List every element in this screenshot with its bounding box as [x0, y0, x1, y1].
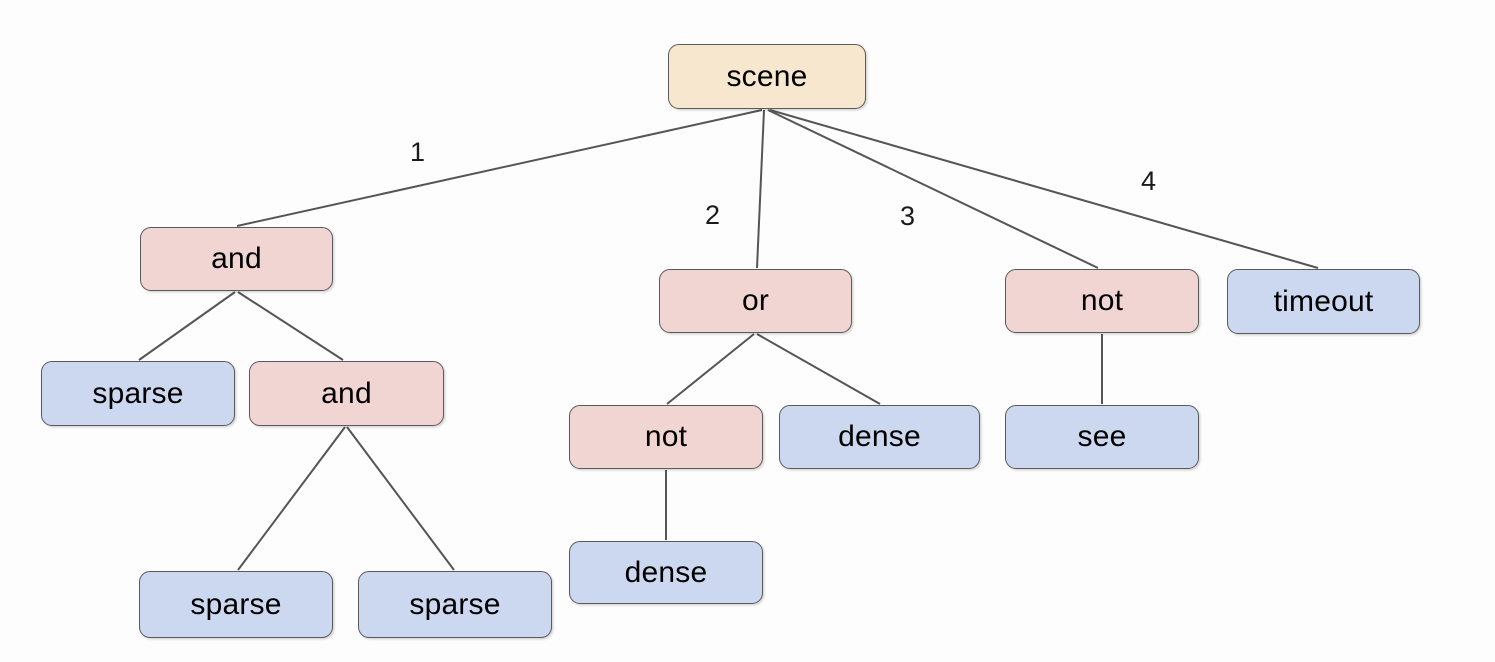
tree-node-and1[interactable]: and [140, 227, 333, 291]
tree-node-label: sparse [92, 376, 184, 410]
edge-or1-to-not2 [666, 333, 755, 405]
tree-node-sparse2[interactable]: sparse [139, 571, 333, 638]
tree-node-not1[interactable]: not [1005, 269, 1199, 333]
edge-scene-to-and1 [236, 109, 763, 227]
tree-node-and2[interactable]: and [249, 361, 444, 426]
edge-label-scene-to-not1: 3 [900, 201, 916, 231]
tree-node-timeout1[interactable]: timeout [1227, 269, 1420, 334]
tree-node-dense2[interactable]: dense [569, 541, 763, 604]
tree-node-scene[interactable]: scene [668, 44, 866, 109]
edge-scene-to-timeout1 [769, 109, 1319, 269]
edge-or1-to-dense1 [756, 333, 881, 405]
edge-label-scene-to-or1: 2 [705, 200, 721, 230]
tree-node-label: dense [838, 420, 921, 453]
tree-node-sparse1[interactable]: sparse [41, 361, 235, 426]
tree-node-or1[interactable]: or [659, 269, 852, 333]
edge-label-scene-to-and1: 1 [410, 137, 426, 167]
tree-node-label: or [741, 284, 770, 317]
tree-node-not2[interactable]: not [569, 405, 763, 469]
tree-node-see1[interactable]: see [1005, 405, 1199, 469]
tree-node-label: sparse [409, 587, 501, 621]
tree-node-label: and [321, 376, 372, 410]
tree-node-sparse3[interactable]: sparse [358, 571, 552, 638]
edge-scene-to-or1 [756, 109, 765, 269]
tree-node-dense1[interactable]: dense [779, 405, 980, 469]
tree-node-label: and [211, 242, 262, 275]
tree-node-label: not [1080, 284, 1124, 317]
edge-and1-to-sparse1 [138, 291, 236, 361]
tree-node-label: see [1077, 420, 1127, 453]
edge-and2-to-sparse3 [346, 426, 455, 571]
tree-node-label: not [644, 420, 688, 453]
edge-and1-to-and2 [237, 291, 344, 361]
tree-node-label: sparse [190, 587, 282, 621]
tree-node-label: scene [726, 59, 808, 93]
tree-node-label: dense [624, 555, 708, 589]
edge-and2-to-sparse2 [237, 426, 346, 571]
edge-scene-to-not1 [767, 109, 1099, 269]
edge-label-scene-to-timeout1: 4 [1141, 166, 1157, 196]
tree-node-label: timeout [1273, 284, 1374, 318]
